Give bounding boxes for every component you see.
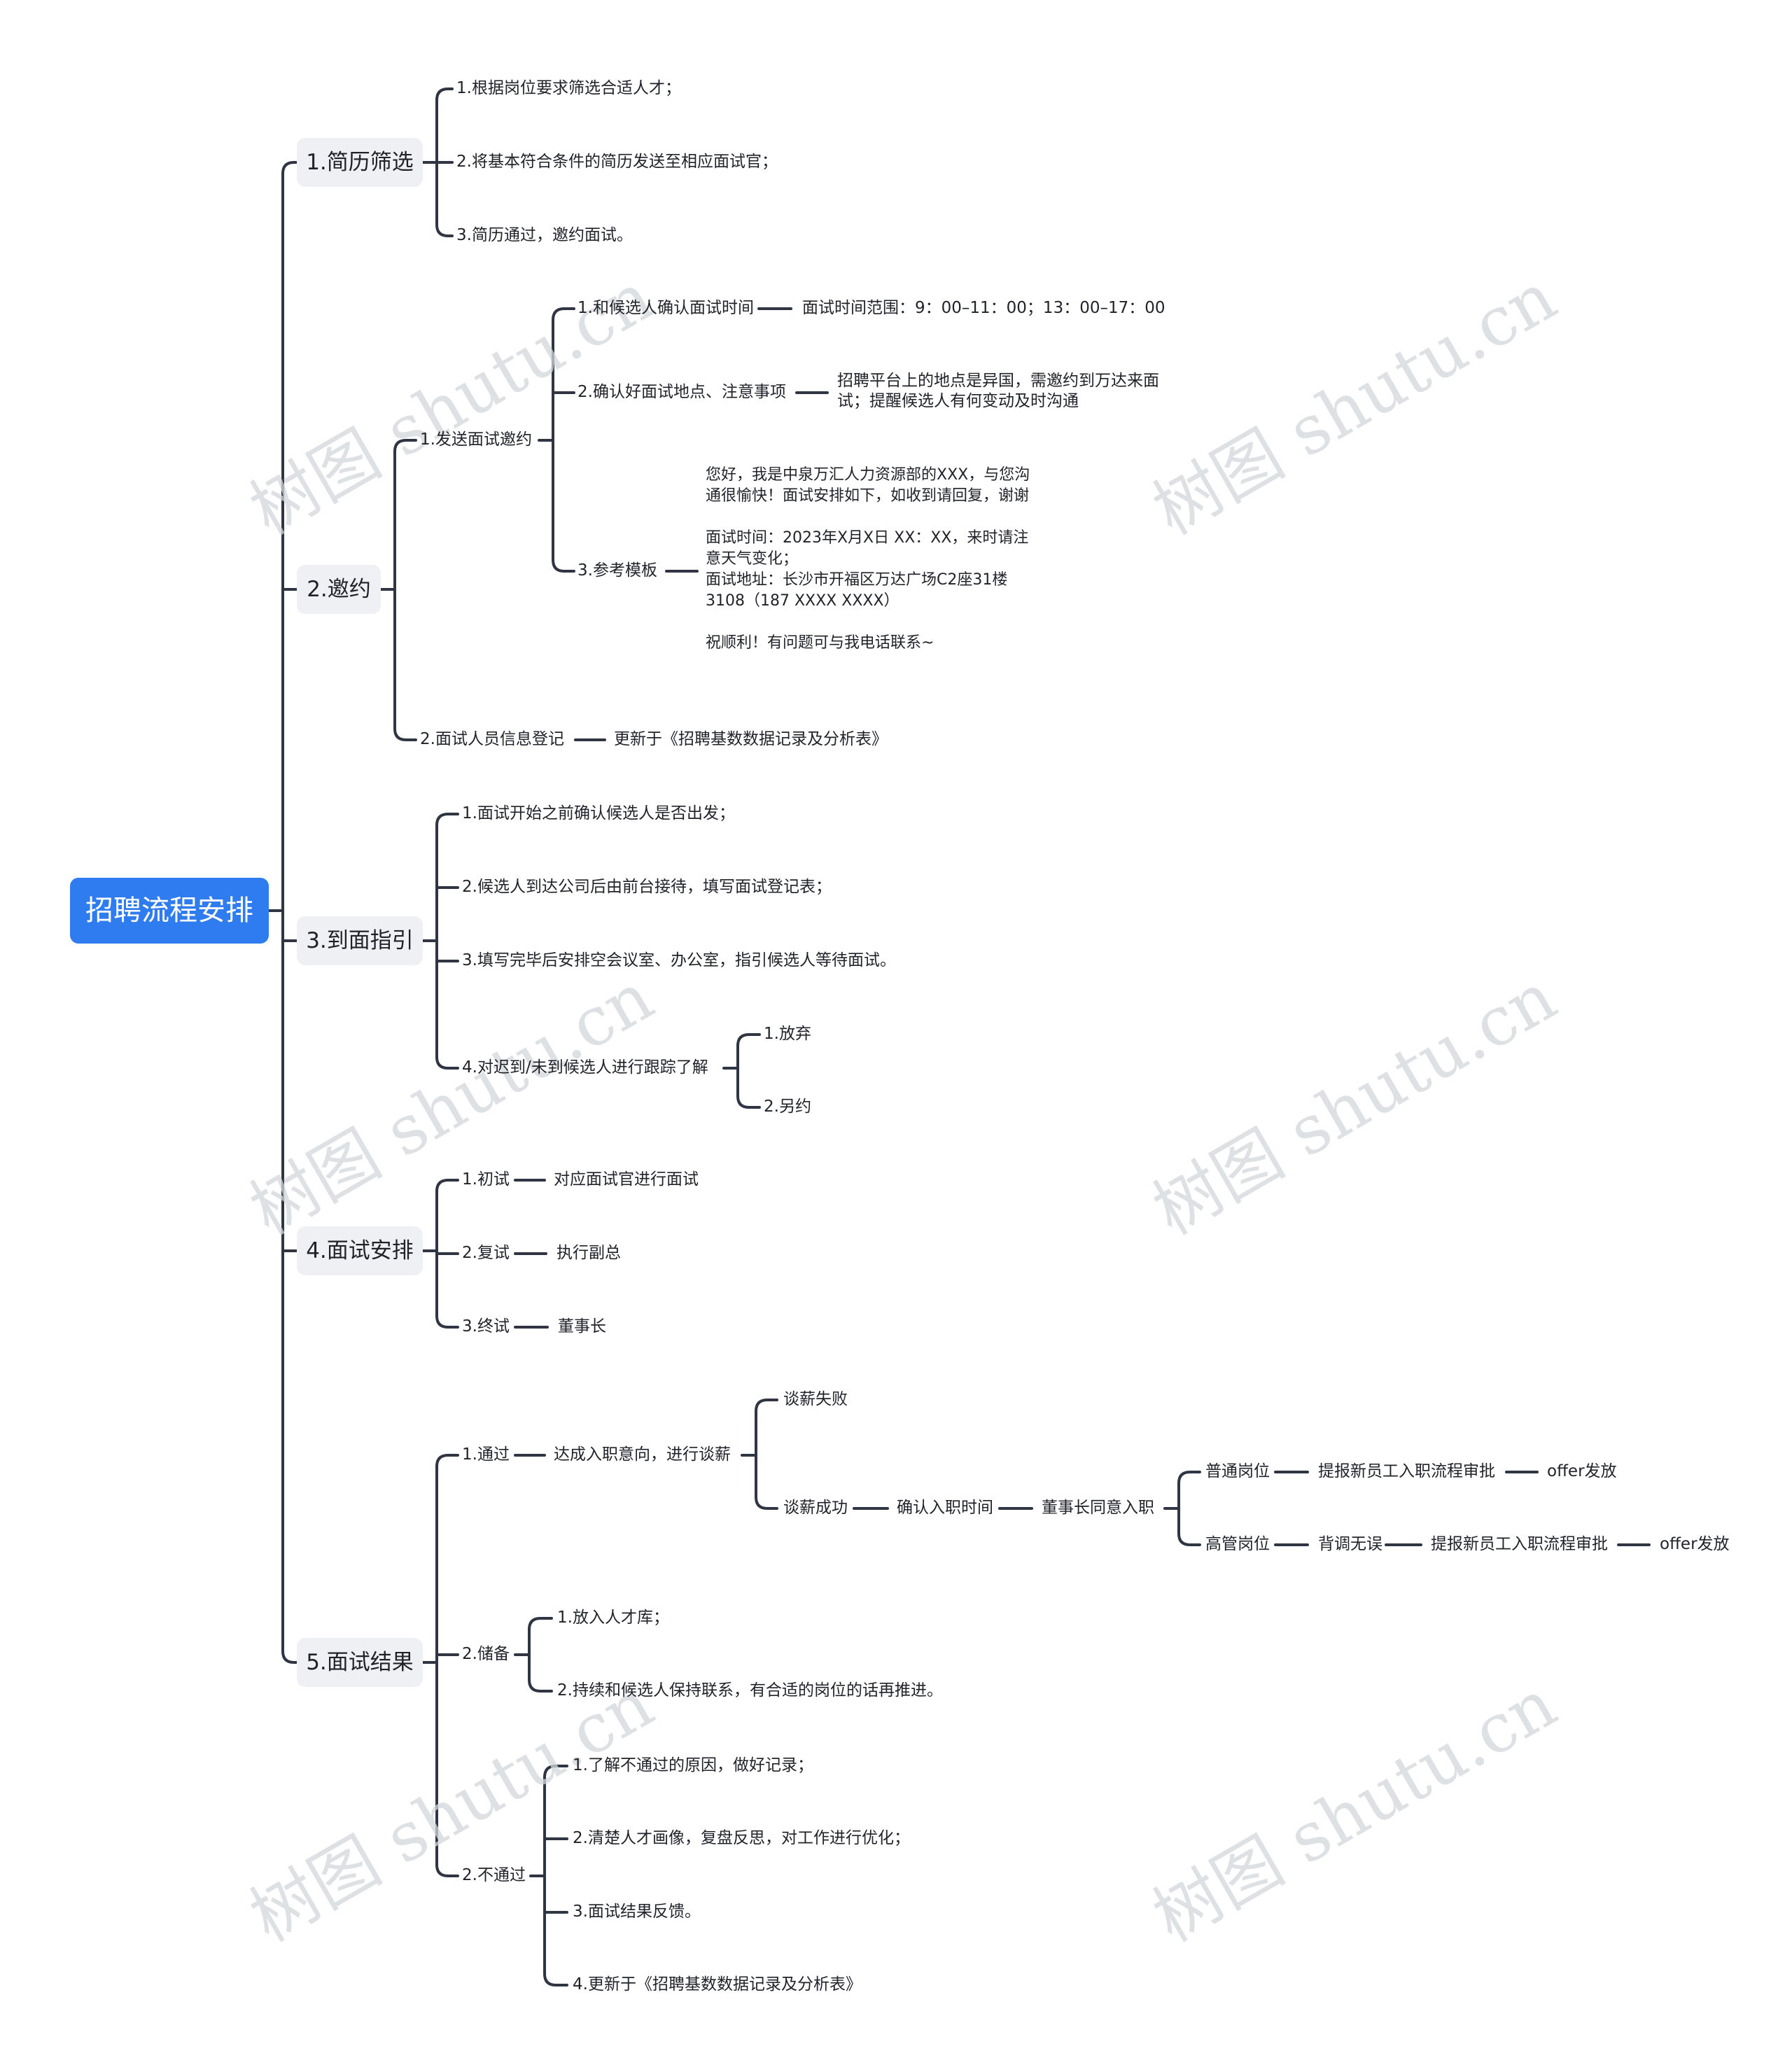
salary-failed[interactable]: 谈薪失败 <box>783 1390 848 1408</box>
connector <box>528 1617 553 1631</box>
result-not-pass[interactable]: 2.不通过 <box>462 1866 526 1884</box>
connector <box>736 1033 761 1047</box>
resume-step-2[interactable]: 2.将基本符合条件的简历发送至相应面试官； <box>456 153 778 171</box>
update-record-table[interactable]: 更新于《招聘基数数据记录及分析表》 <box>614 730 888 748</box>
connector <box>755 1399 778 1413</box>
template-text[interactable]: 您好，我是中泉万汇人力资源部的XXX，与您沟通很愉快！面试安排如下，如收到请回复… <box>706 466 1030 652</box>
late-reschedule[interactable]: 2.另约 <box>764 1098 811 1116</box>
reference-template[interactable]: 3.参考模板 <box>578 561 657 580</box>
confirm-location[interactable]: 2.确认好面试地点、注意事项 <box>578 383 786 401</box>
reserve-talent-pool[interactable]: 1.放入人才库； <box>557 1609 669 1627</box>
second-interview-detail[interactable]: 执行副总 <box>556 1244 621 1262</box>
final-interview-detail[interactable]: 董事长 <box>558 1317 606 1336</box>
connector <box>435 1863 459 1877</box>
connector <box>393 439 417 453</box>
not-pass-step-3[interactable]: 3.面试结果反馈。 <box>573 1903 701 1921</box>
connector <box>736 1095 761 1109</box>
guide-step-2[interactable]: 2.候选人到达公司后由前台接待，填写面试登记表； <box>462 878 832 896</box>
resume-step-1[interactable]: 1.根据岗位要求筛选合适人才； <box>456 79 681 97</box>
not-pass-step-1[interactable]: 1.了解不通过的原因，做好记录； <box>573 1756 813 1774</box>
register-candidate-info[interactable]: 2.面试人员信息登记 <box>420 730 564 748</box>
guide-step-3[interactable]: 3.填写完毕后安排空会议室、办公室，指引候选人等待面试。 <box>462 951 896 969</box>
connector <box>435 1179 459 1193</box>
not-pass-step-4[interactable]: 4.更新于《招聘基数数据记录及分析表》 <box>573 1975 862 1994</box>
branch-invitation[interactable]: 2.邀约 <box>297 565 381 614</box>
branch-interview-result[interactable]: 5.面试结果 <box>297 1638 423 1687</box>
not-pass-step-2[interactable]: 2.清楚人才画像，复盘反思，对工作进行优化； <box>573 1829 910 1847</box>
first-interview-detail[interactable]: 对应面试官进行面试 <box>554 1170 699 1189</box>
connector <box>755 1496 778 1510</box>
root-node[interactable]: 招聘流程安排 <box>70 878 269 944</box>
reserve-keep-contact[interactable]: 2.持续和候选人保持联系，有合适的岗位的话再推进。 <box>557 1681 943 1700</box>
connector <box>281 1650 298 1664</box>
chairman-approval[interactable]: 董事长同意入职 <box>1042 1499 1154 1517</box>
result-pass[interactable]: 1.通过 <box>462 1445 510 1464</box>
connector <box>435 87 454 101</box>
connector <box>281 161 298 175</box>
normal-position[interactable]: 普通岗位 <box>1205 1462 1270 1480</box>
salary-succeeded[interactable]: 谈薪成功 <box>783 1499 848 1517</box>
connector <box>393 727 417 741</box>
interview-time-range[interactable]: 面试时间范围：9：00–11：00；13：00–17：00 <box>802 299 1166 317</box>
normal-offer[interactable]: offer发放 <box>1547 1462 1617 1480</box>
send-invitation[interactable]: 1.发送面试邀约 <box>420 430 532 449</box>
connector <box>435 1056 459 1070</box>
connector <box>435 1454 459 1468</box>
connector <box>435 1315 459 1329</box>
senior-position[interactable]: 高管岗位 <box>1205 1535 1270 1553</box>
connector <box>1177 1471 1201 1485</box>
connector <box>552 559 575 573</box>
senior-submit-approval[interactable]: 提报新员工入职流程审批 <box>1431 1535 1608 1553</box>
location-note[interactable]: 招聘平台上的地点是异国，需邀约到万达来面试；提醒候选人有何变动及时沟通 <box>837 372 1159 410</box>
branch-interview-arrangement[interactable]: 4.面试安排 <box>297 1226 423 1275</box>
connector <box>543 1973 568 1987</box>
senior-offer[interactable]: offer发放 <box>1660 1535 1730 1553</box>
result-reserve[interactable]: 2.储备 <box>462 1645 510 1663</box>
guide-step-1[interactable]: 1.面试开始之前确认候选人是否出发； <box>462 804 735 822</box>
resume-step-3[interactable]: 3.简历通过，邀约面试。 <box>456 226 633 244</box>
guide-step-4[interactable]: 4.对迟到/未到候选人进行跟踪了解 <box>462 1058 708 1077</box>
branch-onsite-guide[interactable]: 3.到面指引 <box>297 916 423 965</box>
normal-submit-approval[interactable]: 提报新员工入职流程审批 <box>1318 1462 1495 1480</box>
connector <box>435 813 459 827</box>
second-interview[interactable]: 2.复试 <box>462 1244 510 1262</box>
pass-detail[interactable]: 达成入职意向，进行谈薪 <box>554 1445 731 1464</box>
confirm-interview-time[interactable]: 1.和候选人确认面试时间 <box>578 299 754 317</box>
connector <box>543 1765 568 1779</box>
final-interview[interactable]: 3.终试 <box>462 1317 510 1336</box>
connector <box>1177 1532 1201 1546</box>
connector <box>552 307 575 321</box>
branch-resume-screening[interactable]: 1.简历筛选 <box>297 138 423 187</box>
confirm-onboard-date[interactable]: 确认入职时间 <box>897 1499 993 1517</box>
connector <box>528 1679 553 1693</box>
first-interview[interactable]: 1.初试 <box>462 1170 510 1189</box>
connector <box>435 223 454 237</box>
late-give-up[interactable]: 1.放弃 <box>764 1025 811 1043</box>
background-check[interactable]: 背调无误 <box>1318 1535 1382 1553</box>
